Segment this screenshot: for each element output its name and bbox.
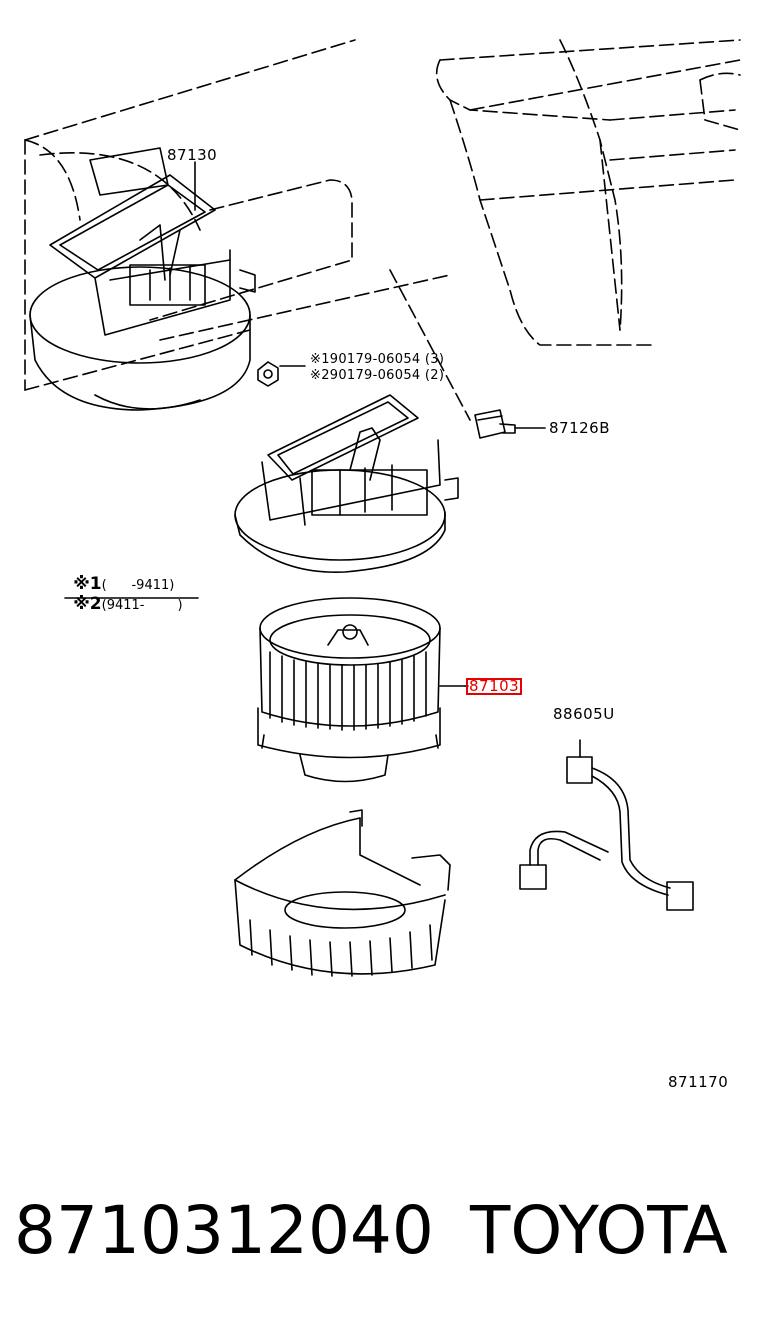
blower-motor-outline [257, 597, 466, 783]
note-mark-2: ※2 [73, 594, 102, 614]
callout-87126b[interactable]: 87126B [549, 419, 611, 437]
figure-number: 871170 [668, 1073, 729, 1091]
brand-name: TOYOTA [470, 1192, 728, 1269]
note-mark-1: ※1 [73, 574, 102, 594]
note-text-2: (9411- ) [101, 598, 183, 613]
callout-88605u[interactable]: 88605U [553, 705, 615, 723]
note-row-1: ※1( -9411) [65, 557, 174, 595]
blower-installed-outline [29, 147, 256, 411]
callout-87130[interactable]: 87130 [167, 146, 218, 164]
callout-bolt-1[interactable]: ※190179-06054 (3) [310, 352, 445, 367]
callout-87103-highlighted[interactable]: 87103 [466, 678, 523, 695]
lower-case-outline [234, 809, 451, 977]
part-number: 8710312040 [14, 1192, 434, 1269]
callout-bolt-2[interactable]: ※290179-06054 (2) [310, 368, 445, 383]
note-text-1: ( -9411) [101, 578, 175, 593]
wire-harness-outline [519, 739, 694, 911]
dashboard-outline [24, 39, 741, 421]
nut-icon [257, 361, 306, 387]
upper-case-outline [234, 394, 459, 573]
clip-87126b-icon [474, 409, 546, 439]
note-row-2: ※2(9411- ) [65, 577, 183, 615]
